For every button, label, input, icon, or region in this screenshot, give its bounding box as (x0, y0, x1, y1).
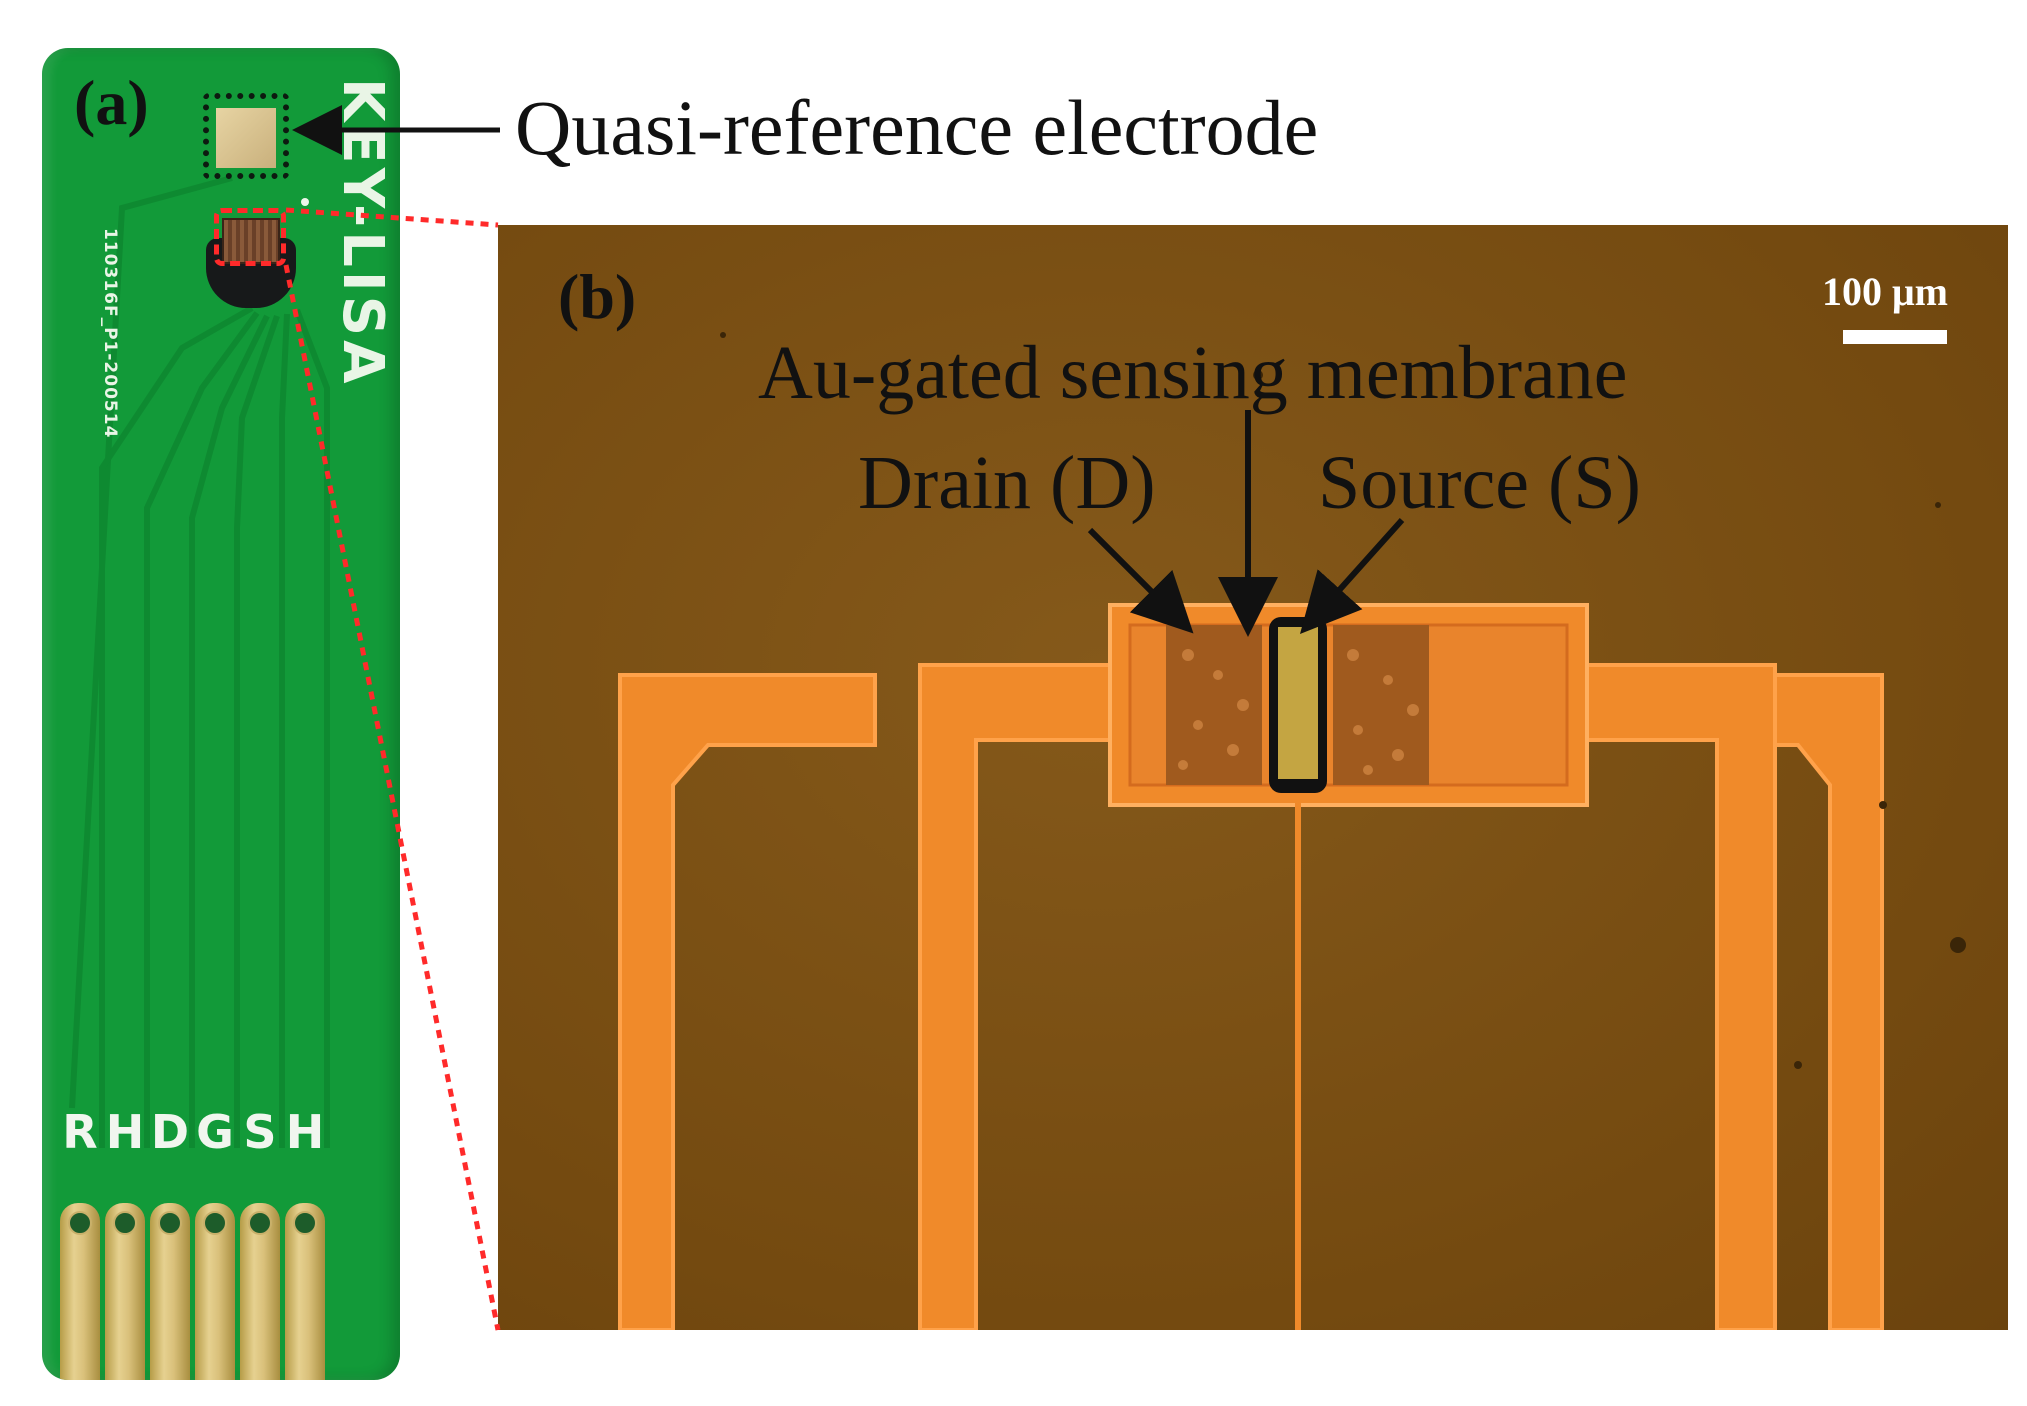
contact-pad-h1 (105, 1203, 145, 1380)
gate-line (1295, 795, 1301, 1330)
drain-callout: Drain (D) (858, 441, 1156, 525)
transistor-layout (618, 332, 1966, 1330)
contact-pad-g (195, 1203, 235, 1380)
pcb-silkscreen-dot (301, 198, 309, 206)
microscope-image (498, 225, 2008, 1330)
scale-bar (1843, 330, 1947, 344)
pcb-serial-text: 110316F_P1-200514 (100, 228, 120, 439)
pin-label-r: R (62, 1105, 98, 1159)
pin-label-h2: H (285, 1105, 325, 1159)
contact-pad-s (240, 1203, 280, 1380)
quasi-reference-callout: Quasi-reference electrode (515, 84, 1319, 171)
pin-label-d: D (150, 1105, 190, 1159)
pin-label-g: G (196, 1105, 234, 1159)
drain-trace (918, 663, 1112, 1330)
quasi-reference-electrode-pad (216, 108, 276, 168)
quasi-reference-highlight-box (203, 93, 289, 179)
membrane-callout: Au-gated sensing membrane (758, 331, 1628, 415)
contact-pad-r (60, 1203, 100, 1380)
scale-bar-label: 100 μm (1822, 269, 1948, 314)
source-callout: Source (S) (1318, 441, 1641, 525)
au-gate-membrane (1278, 627, 1318, 779)
panel-label-a: (a) (74, 67, 149, 138)
contact-pad-d (150, 1203, 190, 1380)
right-outer-trace (1773, 673, 1884, 1330)
pin-label-s: S (243, 1105, 277, 1159)
left-outer-trace (618, 673, 877, 1330)
source-trace (1585, 663, 1777, 1330)
pin-label-h1: H (105, 1105, 145, 1159)
pcb-brand-text: KEY-LISA (330, 78, 395, 388)
sensor-chip-highlight-box (214, 208, 286, 266)
panel-label-b: (b) (558, 261, 637, 332)
contact-pad-h2 (285, 1203, 325, 1380)
